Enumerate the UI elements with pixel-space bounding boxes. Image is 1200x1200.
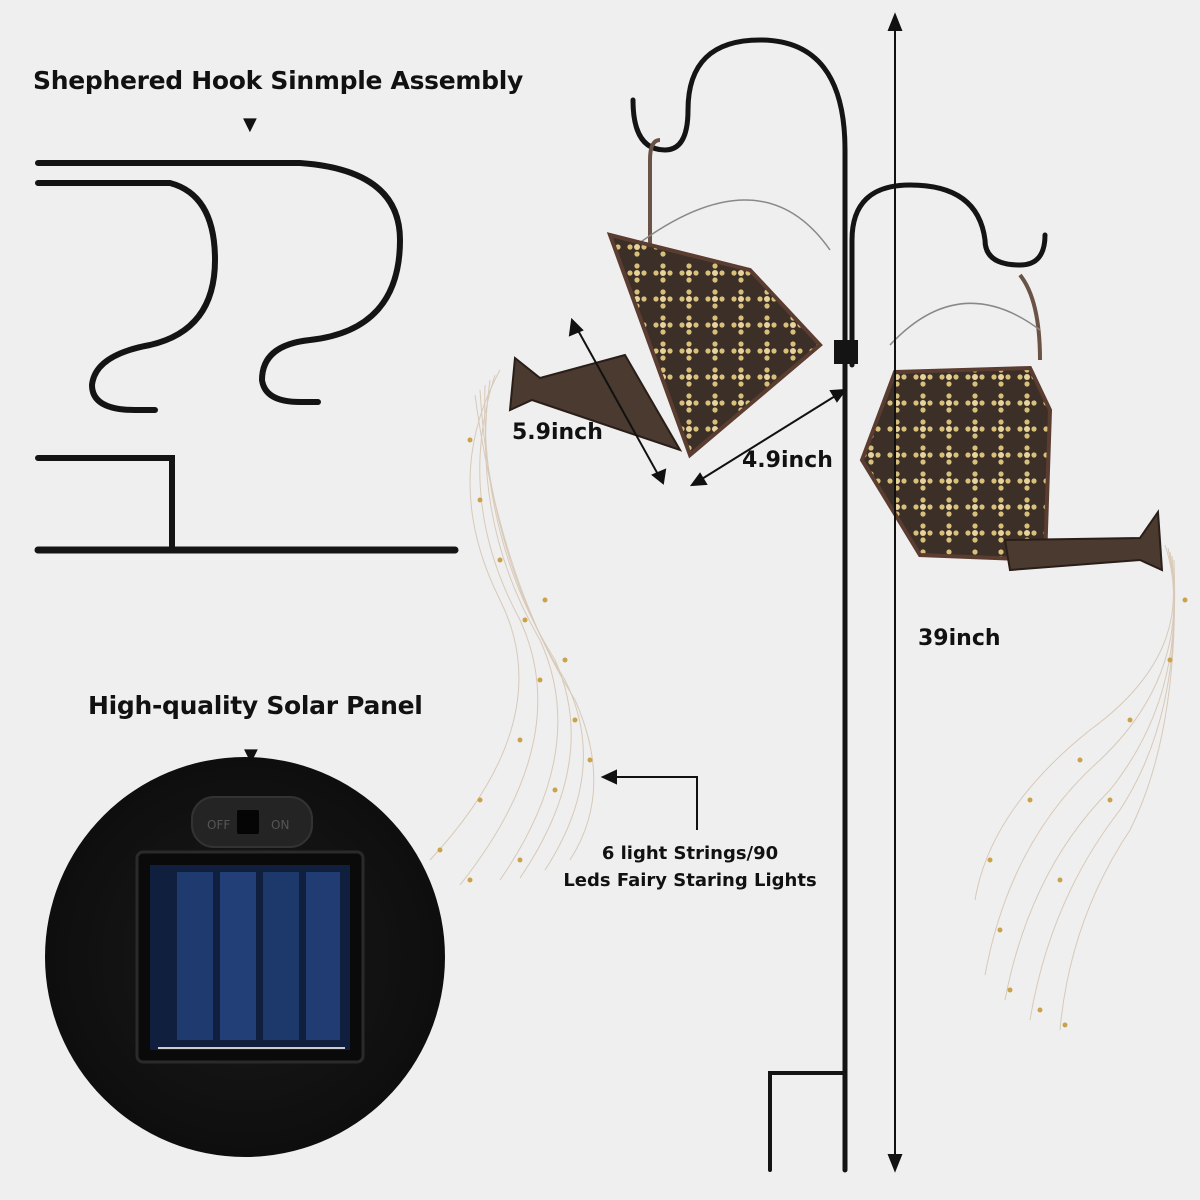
arrowhead-icon: [568, 317, 584, 337]
watering-can-left: [508, 138, 831, 459]
switch-off-label: OFF: [207, 818, 230, 832]
hook-part-2: [35, 160, 404, 405]
shepherd-hook: [630, 37, 1048, 1173]
dimension-lines: [568, 12, 903, 1173]
solar-panel-title: High-quality Solar Panel: [88, 691, 423, 720]
can-width-label: 4.9inch: [742, 448, 833, 473]
stake-foot: [768, 1071, 847, 1172]
fairy-lights-right: [974, 544, 1176, 1031]
main-pole: [630, 37, 848, 1173]
arrowhead-icon: [887, 12, 903, 31]
solar-cell: [263, 872, 299, 1040]
light-strings-note: 6 light Strings/90 Leds Fairy Staring Li…: [540, 840, 840, 894]
switch-on-label: ON: [271, 818, 289, 832]
stake-part: [35, 455, 175, 551]
pole-height-label: 39inch: [918, 626, 1001, 651]
can-height-label: 5.9inch: [512, 420, 603, 445]
fairy-lights-left: [429, 369, 595, 886]
hook-part-1: [35, 180, 219, 413]
arrowhead-icon: [829, 388, 848, 403]
down-arrow-icon: ▼: [243, 114, 257, 135]
solar-cell: [177, 872, 213, 1040]
arrowhead-icon: [651, 468, 667, 485]
hook-parts: [34, 160, 459, 554]
fairy-led-dots-right: [987, 597, 1188, 1028]
solar-cell: [306, 872, 340, 1040]
arrowhead-icon: [887, 1154, 903, 1173]
arrowhead-icon: [689, 472, 708, 487]
arrowhead-icon: [600, 769, 617, 785]
watering-can-right: [859, 273, 1164, 572]
power-switch-icon: [237, 810, 259, 834]
light-strings-line2: Leds Fairy Staring Lights: [563, 870, 817, 891]
can-width-line: [696, 392, 841, 483]
lights-callout-line: [612, 776, 698, 830]
solar-panel-unit: OFF ON: [45, 757, 445, 1157]
can-height-line: [574, 324, 661, 479]
light-strings-line1: 6 light Strings/90: [601, 843, 779, 864]
assembly-title: Shephered Hook Sinmple Assembly: [33, 66, 524, 95]
solar-cell: [220, 872, 256, 1040]
side-arm: [849, 182, 1048, 368]
fairy-led-dots-left: [437, 437, 593, 883]
